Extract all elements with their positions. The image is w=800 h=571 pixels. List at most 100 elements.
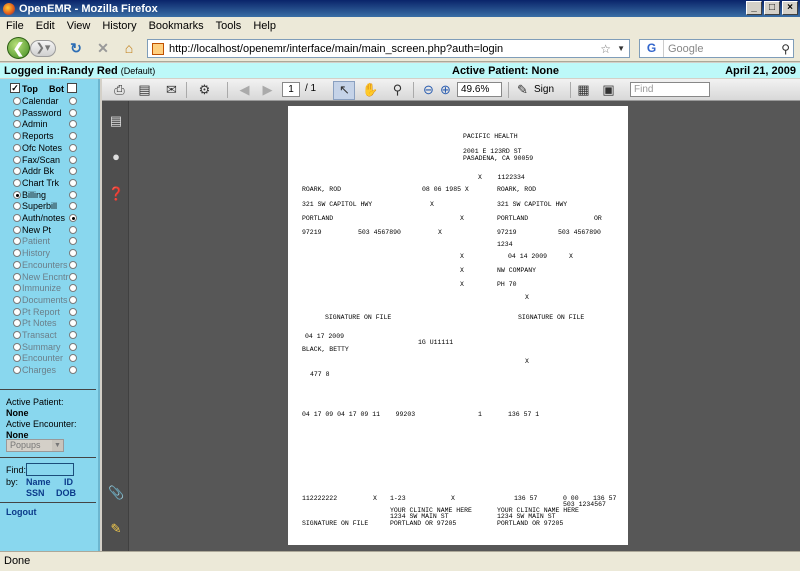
bot-checkbox[interactable] xyxy=(67,83,77,93)
minimize-button[interactable]: _ xyxy=(746,1,762,15)
nav-item-documents[interactable]: Documents xyxy=(0,295,100,306)
nav-item-encounters[interactable]: Encounters xyxy=(0,260,100,271)
previous-page-icon[interactable]: ◀ xyxy=(239,82,250,97)
zoom-level-select[interactable]: 49.6% xyxy=(457,82,502,97)
nav-item-pt-report[interactable]: Pt Report xyxy=(0,307,100,318)
find-by-name-link[interactable]: Name xyxy=(26,477,51,487)
nav-item-reports[interactable]: Reports xyxy=(0,131,100,142)
menu-edit[interactable]: Edit xyxy=(35,19,55,32)
bot-frame-radio[interactable] xyxy=(69,190,77,199)
sign-pen-icon[interactable]: ✎ xyxy=(517,82,528,97)
bot-frame-radio[interactable] xyxy=(69,178,77,187)
email-icon[interactable]: ✉ xyxy=(166,82,177,97)
bot-frame-radio[interactable] xyxy=(69,108,77,117)
zoom-in-icon[interactable]: ⊕ xyxy=(440,82,451,97)
page-number-input[interactable]: 1 xyxy=(282,82,300,97)
nav-item-billing[interactable]: Billing xyxy=(0,190,100,201)
bot-frame-radio[interactable] xyxy=(69,366,77,375)
top-frame-radio[interactable] xyxy=(13,366,21,375)
maximize-button[interactable]: □ xyxy=(764,1,780,15)
nav-item-addr-bk[interactable]: Addr Bk xyxy=(0,166,100,177)
bot-frame-radio[interactable] xyxy=(69,249,77,258)
menu-view[interactable]: View xyxy=(66,19,91,32)
top-frame-radio[interactable] xyxy=(13,214,21,222)
bot-frame-radio[interactable] xyxy=(69,97,77,105)
nav-item-chart-trk[interactable]: Chart Trk xyxy=(0,178,100,189)
top-frame-radio[interactable] xyxy=(13,342,21,351)
pdf-find-input[interactable]: Find xyxy=(630,82,710,97)
bot-frame-radio[interactable] xyxy=(69,120,77,129)
top-frame-radio[interactable] xyxy=(13,132,21,141)
full-screen-icon[interactable]: ▣ xyxy=(602,82,615,97)
url-bar[interactable]: http://localhost/openemr/interface/main/… xyxy=(147,39,630,58)
menu-history[interactable]: History xyxy=(102,19,137,32)
nav-item-password[interactable]: Password xyxy=(0,108,100,119)
nav-item-charges[interactable]: Charges xyxy=(0,365,100,376)
bot-frame-radio[interactable] xyxy=(69,214,77,222)
bot-frame-radio[interactable] xyxy=(69,307,77,316)
nav-item-summary[interactable]: Summary xyxy=(0,342,100,353)
help-icon[interactable]: ❓ xyxy=(108,186,125,201)
top-frame-radio[interactable] xyxy=(13,178,21,187)
nav-item-new-pt[interactable]: New Pt xyxy=(0,225,100,236)
bot-frame-radio[interactable] xyxy=(69,155,77,164)
top-frame-radio[interactable] xyxy=(13,260,21,269)
menu-file[interactable]: File xyxy=(6,19,24,32)
find-by-ssn-link[interactable]: SSN xyxy=(26,488,45,498)
search-engine-icon[interactable]: G xyxy=(640,40,664,57)
save-icon[interactable]: ▤ xyxy=(138,82,151,97)
create-pdf-icon[interactable]: ⚙ xyxy=(198,82,211,97)
nav-item-calendar[interactable]: Calendar xyxy=(0,96,100,107)
nav-item-patient[interactable]: Patient xyxy=(0,236,100,247)
top-checkbox[interactable]: ✓ xyxy=(10,83,20,93)
hand-tool-icon[interactable]: ✋ xyxy=(362,82,379,97)
top-frame-radio[interactable] xyxy=(13,225,21,234)
zoom-out-icon[interactable]: ⊖ xyxy=(423,82,434,97)
next-page-icon[interactable]: ▶ xyxy=(262,82,273,97)
nav-item-admin[interactable]: Admin xyxy=(0,119,100,130)
bot-frame-radio[interactable] xyxy=(69,260,77,269)
fit-width-icon[interactable]: ▦ xyxy=(577,82,590,97)
stop-icon[interactable]: ✕ xyxy=(97,40,109,56)
bookmark-star-icon[interactable]: ☆ xyxy=(600,41,611,56)
top-frame-radio[interactable] xyxy=(13,120,21,129)
bot-frame-radio[interactable] xyxy=(69,202,77,211)
find-by-id-link[interactable]: ID xyxy=(64,477,73,487)
home-icon[interactable]: ⌂ xyxy=(124,40,134,56)
nav-item-pt-notes[interactable]: Pt Notes xyxy=(0,318,100,329)
forward-button[interactable]: ❯▾ xyxy=(30,40,56,57)
logout-link[interactable]: Logout xyxy=(6,507,37,517)
url-dropdown-icon[interactable]: ▼ xyxy=(617,44,625,53)
top-frame-radio[interactable] xyxy=(13,143,21,152)
print-icon[interactable]: ⎙ xyxy=(114,82,125,97)
nav-item-immunize[interactable]: Immunize xyxy=(0,283,100,294)
search-icon[interactable]: ⚲ xyxy=(781,41,790,56)
nav-item-superbill[interactable]: Superbill xyxy=(0,201,100,212)
nav-item-auth-notes[interactable]: Auth/notes xyxy=(0,213,100,224)
binoculars-icon[interactable]: ● xyxy=(112,149,120,164)
menu-tools[interactable]: Tools xyxy=(215,19,242,32)
top-frame-radio[interactable] xyxy=(13,190,21,199)
bot-frame-radio[interactable] xyxy=(69,167,77,176)
bot-frame-radio[interactable] xyxy=(69,272,77,281)
top-frame-radio[interactable] xyxy=(13,249,21,258)
sign-button[interactable]: Sign xyxy=(534,84,555,95)
top-frame-radio[interactable] xyxy=(13,97,21,105)
bot-frame-radio[interactable] xyxy=(69,354,77,363)
top-frame-radio[interactable] xyxy=(13,237,21,246)
select-tool-icon[interactable]: ↖ xyxy=(339,82,350,97)
bot-frame-radio[interactable] xyxy=(69,342,77,351)
top-frame-radio[interactable] xyxy=(13,155,21,164)
menu-help[interactable]: Help xyxy=(253,19,276,32)
top-frame-radio[interactable] xyxy=(13,167,21,176)
nav-item-new-encntr[interactable]: New Encntr xyxy=(0,272,100,283)
close-button[interactable]: × xyxy=(782,1,798,15)
top-frame-radio[interactable] xyxy=(13,108,21,117)
top-frame-radio[interactable] xyxy=(13,295,21,304)
top-frame-radio[interactable] xyxy=(13,307,21,316)
find-by-dob-link[interactable]: DOB xyxy=(56,488,76,498)
zoom-tool-icon[interactable]: ⚲ xyxy=(392,82,403,97)
search-input[interactable]: G Google ⚲ xyxy=(639,39,794,58)
back-button[interactable]: ❮ xyxy=(7,37,30,59)
nav-item-encounter[interactable]: Encounter xyxy=(0,353,100,364)
